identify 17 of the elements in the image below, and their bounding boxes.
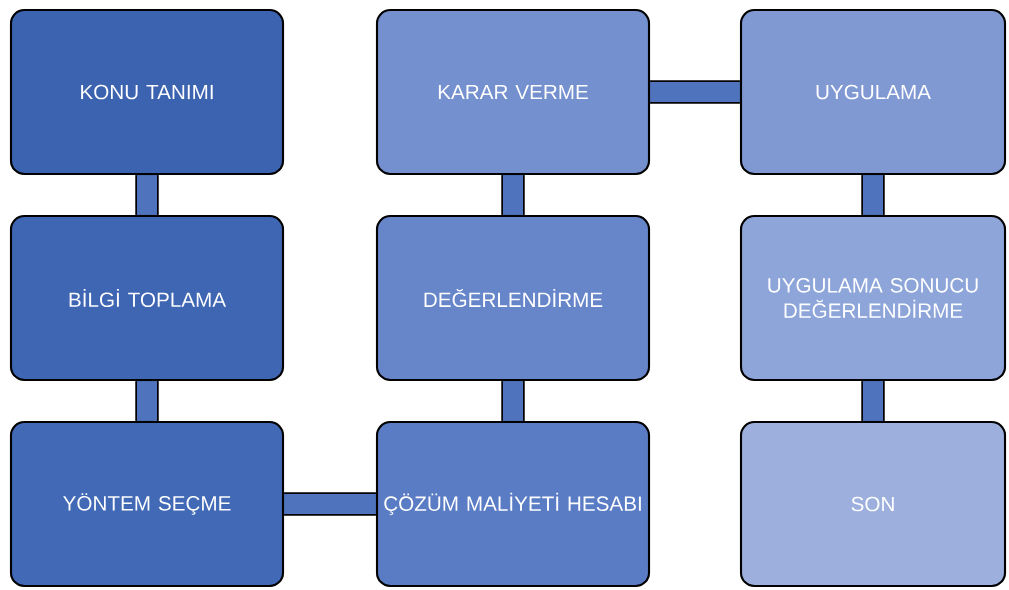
process-box: KARAR VERME [375, 8, 651, 176]
connector-bar [861, 381, 885, 421]
process-box: DEĞERLENDİRME [375, 214, 651, 382]
connector-bar [135, 381, 159, 421]
process-box: BİLGİ TOPLAMA [9, 214, 285, 382]
process-box: KONU TANIMI [9, 8, 285, 176]
connector-bar [501, 381, 525, 421]
connector-bar [501, 175, 525, 215]
connector-bar [284, 492, 376, 516]
process-box: YÖNTEM SEÇME [9, 420, 285, 588]
process-box: SON [739, 420, 1007, 588]
process-box: ÇÖZÜM MALİYETİ HESABI [375, 420, 651, 588]
process-box: UYGULAMA [739, 8, 1007, 176]
connector-bar [650, 80, 740, 104]
connector-bar [861, 175, 885, 215]
process-box: UYGULAMA SONUCU DEĞERLENDİRME [739, 214, 1007, 382]
connector-bar [135, 175, 159, 215]
